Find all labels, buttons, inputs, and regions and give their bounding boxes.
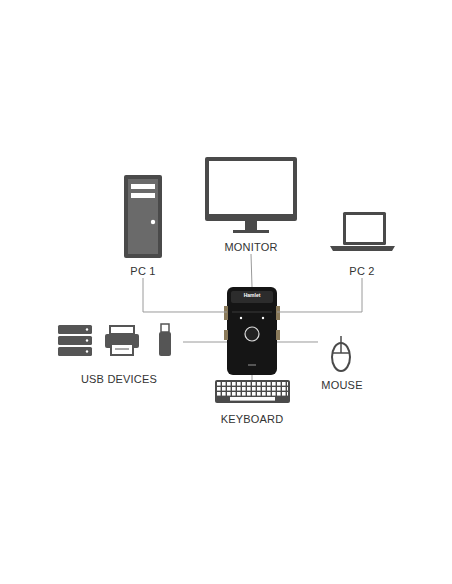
kvm-switch-body xyxy=(227,287,277,375)
device-node: PC 2 xyxy=(326,208,398,278)
connector-line xyxy=(277,278,362,312)
drive-led xyxy=(86,339,88,341)
device-label: MONITOR xyxy=(224,241,277,254)
device-node: PC 1 xyxy=(118,172,168,278)
drive-bay xyxy=(131,184,155,189)
monitor-stand xyxy=(245,221,257,231)
drive-led xyxy=(86,350,88,352)
device-node: MONITOR xyxy=(200,154,302,254)
mouse-button-edge xyxy=(332,352,350,354)
usb-plug xyxy=(161,324,169,332)
switch-top-panel xyxy=(231,291,273,303)
keyboard-body xyxy=(215,380,290,403)
monitor-screen xyxy=(209,161,293,214)
laptop-lid xyxy=(343,212,386,245)
brand-label: Hamlet xyxy=(244,292,261,298)
drive-bay xyxy=(131,193,155,198)
laptop-base xyxy=(330,246,395,251)
mouse-buttons-split xyxy=(340,343,342,353)
device-node: KEYBOARD xyxy=(212,380,292,426)
led xyxy=(240,317,242,319)
mouse-body xyxy=(332,343,350,371)
connector-line xyxy=(183,342,227,343)
printer-output xyxy=(111,344,133,355)
tower-front xyxy=(128,179,158,254)
device-node: MOUSE xyxy=(318,336,366,392)
drive-unit xyxy=(58,336,92,345)
connector-line xyxy=(251,254,252,287)
usb-stick-body xyxy=(159,332,171,356)
connector-line xyxy=(252,375,253,380)
printer-line xyxy=(115,349,129,350)
side-port xyxy=(276,330,280,340)
tower-case xyxy=(124,175,162,258)
device-label: PC 2 xyxy=(349,265,374,278)
device-label: MOUSE xyxy=(321,379,362,392)
connector-line xyxy=(277,341,318,342)
space-bar xyxy=(230,397,275,401)
kvm-switch: Hamlet xyxy=(227,287,277,375)
switch-seam xyxy=(232,312,272,313)
device-label: KEYBOARD xyxy=(221,413,284,426)
switch-mark xyxy=(248,364,256,366)
connector-line xyxy=(143,278,227,312)
side-port xyxy=(276,306,280,320)
led xyxy=(262,317,264,319)
side-port xyxy=(224,306,228,320)
select-button xyxy=(245,327,259,341)
side-port xyxy=(224,330,228,340)
printer-paper xyxy=(110,326,134,334)
power-button xyxy=(151,220,155,224)
keyboard-keys xyxy=(217,382,288,396)
laptop-screen xyxy=(346,215,383,242)
monitor-base xyxy=(233,230,269,233)
drive-unit xyxy=(58,347,92,356)
mouse-cable xyxy=(340,336,342,343)
device-label: PC 1 xyxy=(130,265,155,278)
device-node: USB DEVICES xyxy=(55,322,183,386)
drive-unit xyxy=(58,325,92,334)
device-label: USB DEVICES xyxy=(81,373,157,386)
monitor-frame xyxy=(205,157,297,221)
drive-led xyxy=(86,328,88,330)
